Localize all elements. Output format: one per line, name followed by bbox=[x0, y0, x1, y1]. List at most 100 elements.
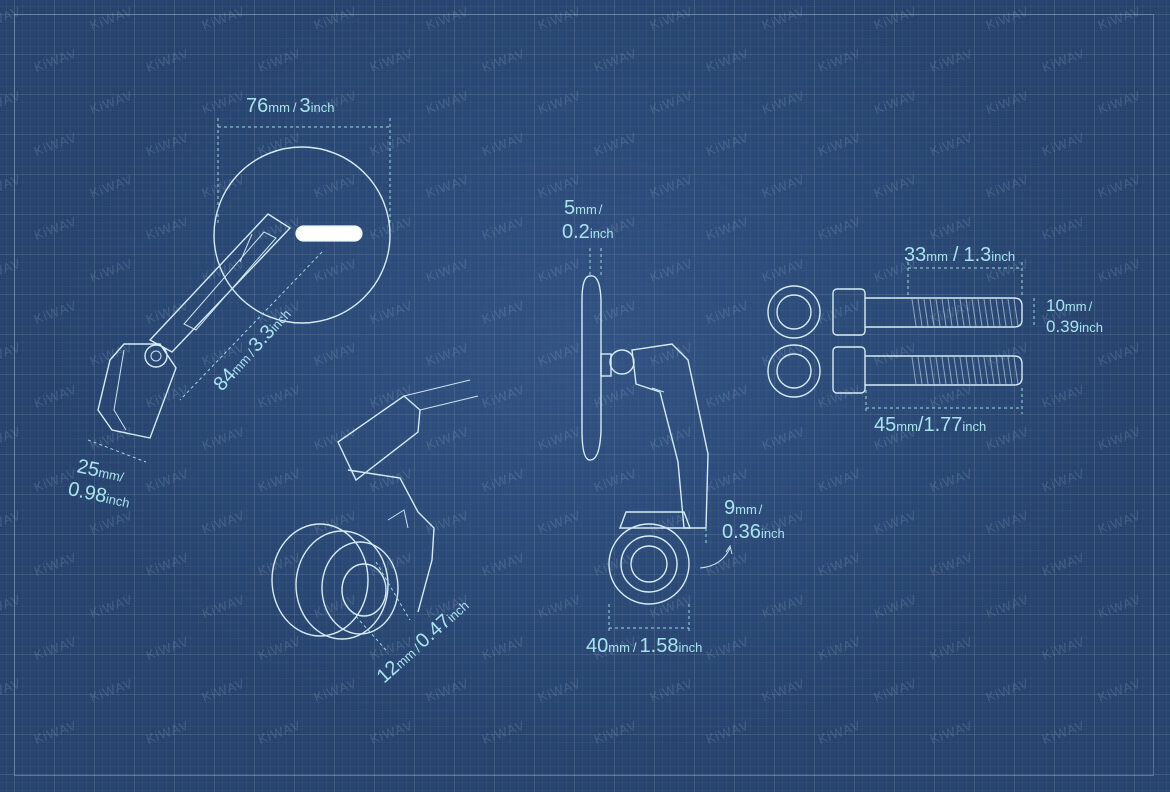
offset-arrow-head bbox=[725, 544, 733, 555]
clamp-body-right bbox=[347, 469, 435, 613]
watermark-text: KiWAV bbox=[648, 255, 695, 284]
watermark-text: KiWAV bbox=[760, 675, 807, 704]
thread-line bbox=[989, 356, 995, 385]
watermark-text: KiWAV bbox=[256, 633, 303, 662]
watermark-text: KiWAV bbox=[368, 381, 415, 410]
watermark-text: KiWAV bbox=[536, 255, 583, 284]
clamp-outer bbox=[608, 523, 690, 605]
watermark-text: KiWAV bbox=[1096, 3, 1143, 32]
thread-line bbox=[983, 356, 989, 385]
ball-joint-mount bbox=[600, 353, 612, 377]
watermark-text: KiWAV bbox=[872, 87, 919, 116]
clamp-mid bbox=[620, 535, 678, 593]
watermark-text: KiWAV bbox=[704, 129, 751, 158]
watermark-layer: KiWAV KiWAV KiWAV KiWAV KiWAV KiWAV KiWAV KiWAV… bbox=[0, 3, 1143, 746]
watermark-text: KiWAV bbox=[984, 675, 1031, 704]
watermark-text: KiWAV bbox=[88, 591, 135, 620]
label-offset-line1: 9mm/ bbox=[724, 497, 763, 519]
label-clamp-width: 40mm/1.58inch bbox=[586, 635, 702, 657]
watermark-text: KiWAV bbox=[256, 465, 303, 494]
watermark-text: KiWAV bbox=[1096, 591, 1143, 620]
thread-line bbox=[941, 356, 947, 385]
arm-edge-2 bbox=[419, 395, 479, 411]
watermark-text: KiWAV bbox=[32, 297, 79, 326]
bar-bore bbox=[341, 563, 387, 617]
watermark-text: KiWAV bbox=[424, 3, 471, 32]
watermark-text: KiWAV bbox=[312, 675, 359, 704]
mirror-glass-side bbox=[581, 275, 602, 461]
label-base-width: 25mm/ 0.98inch bbox=[66, 455, 131, 510]
watermark-text: KiWAV bbox=[816, 45, 863, 74]
mirror-side-view bbox=[581, 248, 733, 632]
ball-joint bbox=[609, 349, 635, 375]
watermark-text: KiWAV bbox=[816, 297, 863, 326]
watermark-text: KiWAV bbox=[312, 3, 359, 32]
watermark-text: KiWAV bbox=[704, 45, 751, 74]
watermark-text: KiWAV bbox=[872, 675, 919, 704]
label-mirror-width: 76mm/3inch bbox=[246, 95, 335, 117]
watermark-text: KiWAV bbox=[480, 213, 527, 242]
watermark-text: KiWAV bbox=[704, 717, 751, 746]
watermark-text: KiWAV bbox=[256, 381, 303, 410]
watermark-text: KiWAV bbox=[1096, 423, 1143, 452]
side-arm-detail bbox=[651, 387, 665, 393]
label-bolt-diameter-line2: 0.39inch bbox=[1046, 317, 1103, 336]
thread-line bbox=[971, 298, 977, 327]
watermark-text: KiWAV bbox=[88, 255, 135, 284]
watermark-text: KiWAV bbox=[424, 255, 471, 284]
watermark-text: KiWAV bbox=[32, 129, 79, 158]
thread-line bbox=[965, 298, 971, 327]
label-bolt-diameter-line1: 10mm/ bbox=[1046, 296, 1093, 315]
watermark-text: KiWAV bbox=[144, 465, 191, 494]
watermark-text: KiWAV bbox=[760, 171, 807, 200]
watermark-text: KiWAV bbox=[816, 213, 863, 242]
watermark-text: KiWAV bbox=[928, 45, 975, 74]
clamp-arm-top bbox=[337, 395, 421, 482]
watermark-text: KiWAV bbox=[592, 465, 639, 494]
watermark-text: KiWAV bbox=[760, 339, 807, 368]
dim-line-bore-2 bbox=[351, 611, 387, 651]
label-glass-thickness-line1: 5mm/ bbox=[564, 197, 603, 219]
clamp-outer-ring bbox=[271, 523, 369, 637]
watermark-text: KiWAV bbox=[88, 87, 135, 116]
thread-line bbox=[1001, 356, 1007, 385]
watermark-text: KiWAV bbox=[256, 129, 303, 158]
thread-line bbox=[947, 356, 953, 385]
thread-line bbox=[1013, 298, 1019, 327]
watermark-text: KiWAV bbox=[872, 507, 919, 536]
mirror-front-view bbox=[87, 118, 391, 463]
watermark-text: KiWAV bbox=[816, 129, 863, 158]
watermark-text: KiWAV bbox=[984, 507, 1031, 536]
watermark-text: KiWAV bbox=[32, 381, 79, 410]
watermark-text: KiWAV bbox=[88, 3, 135, 32]
thread-line bbox=[935, 356, 941, 385]
watermark-text: KiWAV bbox=[760, 87, 807, 116]
watermark-text: KiWAV bbox=[1040, 717, 1087, 746]
watermark-text: KiWAV bbox=[704, 381, 751, 410]
watermark-text: KiWAV bbox=[368, 213, 415, 242]
watermark-text: KiWAV bbox=[648, 171, 695, 200]
watermark-text: KiWAV bbox=[1040, 633, 1087, 662]
watermark-text: KiWAV bbox=[32, 717, 79, 746]
thread-line bbox=[977, 298, 983, 327]
thread-line bbox=[989, 298, 995, 327]
watermark-text: KiWAV bbox=[536, 87, 583, 116]
watermark-text: KiWAV bbox=[144, 717, 191, 746]
watermark-text: KiWAV bbox=[704, 633, 751, 662]
watermark-text: KiWAV bbox=[984, 591, 1031, 620]
watermark-text: KiWAV bbox=[984, 87, 1031, 116]
watermark-text: KiWAV bbox=[760, 3, 807, 32]
offset-arrow bbox=[699, 547, 731, 569]
watermark-text: KiWAV bbox=[928, 213, 975, 242]
watermark-text: KiWAV bbox=[816, 465, 863, 494]
watermark-text: KiWAV bbox=[536, 171, 583, 200]
watermark-text: KiWAV bbox=[368, 549, 415, 578]
thread-line bbox=[917, 356, 923, 385]
watermark-text: KiWAV bbox=[592, 549, 639, 578]
watermark-text: KiWAV bbox=[984, 3, 1031, 32]
watermark-text: KiWAV bbox=[648, 591, 695, 620]
clamp-bore bbox=[630, 545, 668, 583]
watermark-text: KiWAV bbox=[928, 633, 975, 662]
watermark-text: KiWAV bbox=[480, 129, 527, 158]
watermark-text: KiWAV bbox=[32, 549, 79, 578]
